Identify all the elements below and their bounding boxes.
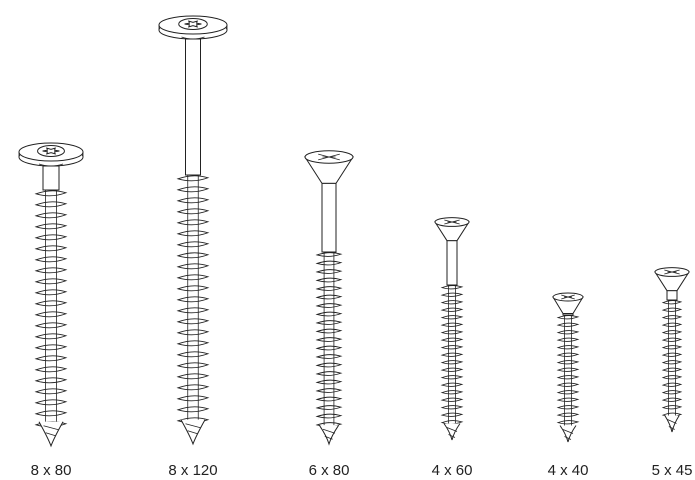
screw-8x120 [158, 15, 228, 446]
screw-4x60 [434, 217, 470, 441]
screw-5x45 [654, 267, 690, 433]
screw-label-5x45: 5 x 45 [652, 462, 693, 479]
screw-8x80 [18, 142, 84, 448]
screw-label-4x40: 4 x 40 [548, 462, 589, 479]
screw-label-8x120: 8 x 120 [168, 462, 217, 479]
screw-6x80 [304, 150, 354, 446]
screw-label-8x80: 8 x 80 [31, 462, 72, 479]
screw-label-4x60: 4 x 60 [432, 462, 473, 479]
screw-4x40 [552, 292, 584, 443]
screw-label-6x80: 6 x 80 [309, 462, 350, 479]
